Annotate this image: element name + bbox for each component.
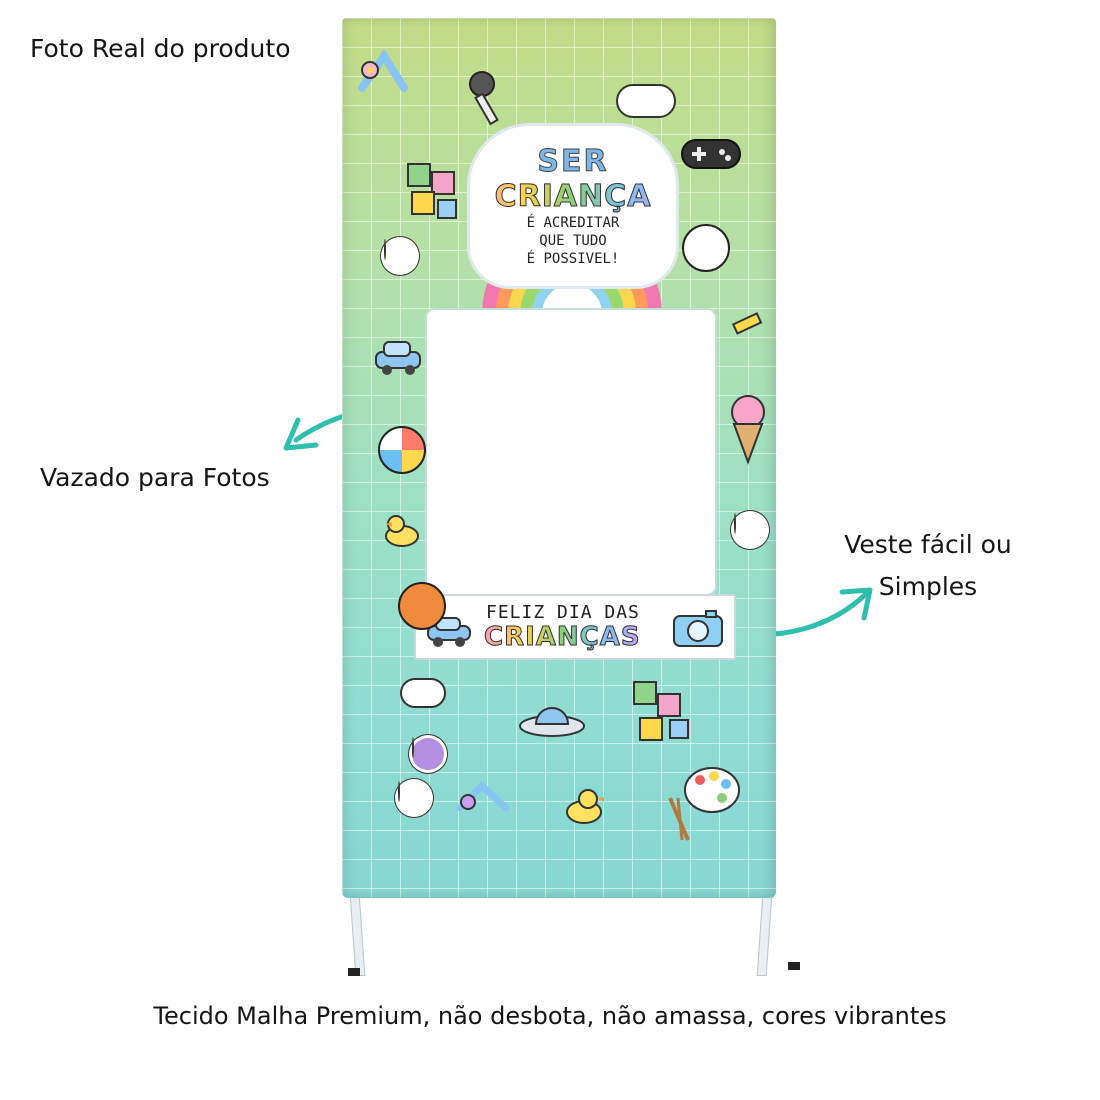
headline-line1: SER (537, 144, 609, 180)
headline-line2: CRIANÇA (470, 179, 676, 215)
sign-line2: CRIANÇAS (484, 622, 641, 653)
frame-base-right (788, 962, 800, 970)
palette-icon (682, 764, 742, 818)
fabric-caption: Tecido Malha Premium, não desbota, não a… (153, 1002, 947, 1030)
pencil-icon (732, 310, 768, 336)
cloud-icon (400, 678, 446, 708)
basketball-icon (398, 582, 446, 630)
duck-icon (562, 786, 606, 826)
ice-cream-icon (728, 392, 768, 466)
easy-fit-caption: Veste fácil ou Simples (828, 524, 1028, 608)
sign-board: FELIZ DIA DAS CRIANÇAS (414, 594, 736, 660)
flower-icon (412, 738, 444, 770)
puzzle-icon (402, 158, 468, 228)
sign-line1: FELIZ DIA DAS (486, 602, 640, 623)
ufo-icon (516, 696, 588, 744)
flower-icon (384, 240, 416, 272)
headline-cloud: SER CRIANÇA É ACREDITAR QUE TUDO É POSSI… (470, 126, 676, 286)
microphone-icon (462, 68, 518, 132)
frame-base-left (348, 968, 360, 976)
headline-line4: QUE TUDO (539, 233, 607, 249)
flower-icon (398, 782, 430, 814)
easy-fit-caption-line1: Veste fácil ou (844, 530, 1012, 559)
hair-clip-icon (354, 48, 414, 108)
cutout-caption: Vazado para Fotos (40, 463, 270, 492)
easy-fit-caption-line2: Simples (878, 572, 978, 601)
headline-line3: É ACREDITAR (526, 215, 620, 231)
headline-line5: É POSSIVEL! (526, 251, 620, 267)
cloud-icon (616, 84, 676, 118)
beach-ball-icon (378, 426, 426, 474)
photo-cutout (425, 308, 717, 596)
camera-icon (672, 608, 724, 648)
puzzle-icon (628, 676, 700, 756)
product-photo-caption: Foto Real do produto (30, 34, 291, 63)
hair-clip-icon (454, 778, 514, 822)
game-controller-icon (678, 130, 744, 174)
duck-icon (382, 512, 422, 548)
soccer-ball-icon (682, 224, 730, 272)
flower-icon (734, 514, 766, 546)
paintbrushes-icon (664, 794, 694, 844)
car-icon (372, 338, 426, 378)
photo-backdrop-banner: SER CRIANÇA É ACREDITAR QUE TUDO É POSSI… (342, 18, 776, 898)
